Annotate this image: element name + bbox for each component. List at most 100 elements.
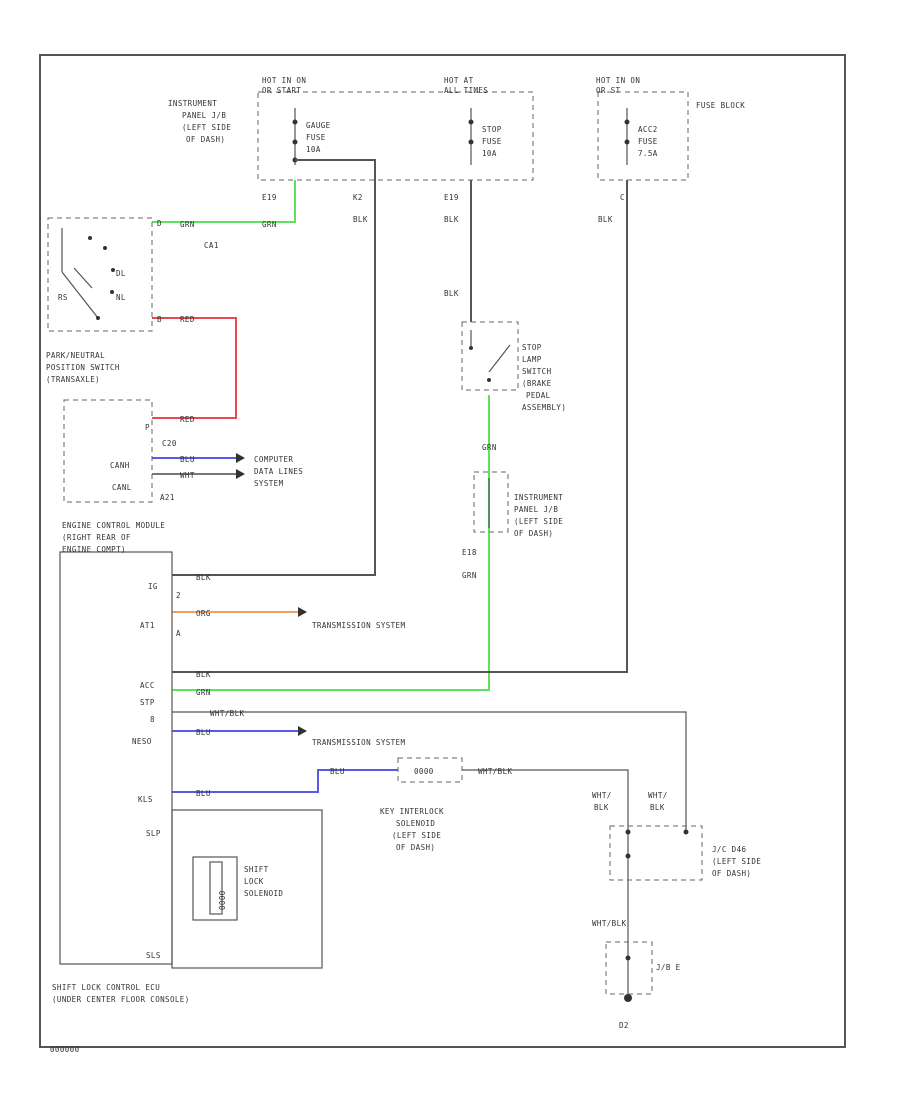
label-stop-switch-4: (BRAKE — [522, 379, 552, 388]
label-ecm-1: ENGINE CONTROL MODULE — [62, 521, 165, 530]
label-hot-at-all: HOT AT — [444, 76, 474, 85]
label-e19a: E19 — [262, 193, 277, 202]
label-computer-3: SYSTEM — [254, 479, 284, 488]
label-hot-in-on-1: HOT IN ON — [262, 76, 306, 85]
label-canl: CANL — [112, 483, 132, 492]
jc-point-c — [625, 853, 631, 859]
label-red-a: RED — [180, 315, 195, 324]
label-sls: SLS — [146, 951, 161, 960]
stop-fuse-symbol — [468, 108, 474, 165]
label-blk-b: BLK — [444, 215, 459, 224]
label-switch-nl: NL — [116, 293, 126, 302]
label-pin-acc: ACC — [140, 681, 155, 690]
jc-point-b — [683, 829, 689, 835]
label-grn-a: GRN — [180, 220, 195, 229]
label-acc2-3: 7.5A — [638, 149, 658, 158]
label-stop-switch-6: ASSEMBLY) — [522, 403, 566, 412]
label-wht-1: WHT/ — [592, 791, 612, 800]
shift-lock-solenoid-box — [192, 856, 238, 921]
label-solenoid-3: SOLENOID — [244, 889, 283, 898]
label-ip-jb-2b: PANEL J/B — [514, 505, 558, 514]
label-pin-2: 2 — [176, 591, 181, 600]
key-interlock-solenoid-box — [397, 757, 463, 783]
stop-lamp-switch-box — [461, 321, 519, 391]
label-stop-switch-2: LAMP — [522, 355, 542, 364]
label-hot-at-all-b: ALL TIMES — [444, 86, 488, 95]
label-blk-a: BLK — [353, 215, 368, 224]
label-ecm-blk-2: BLK — [196, 670, 211, 679]
label-a21: A21 — [160, 493, 175, 502]
label-transmission-system-2: TRANSMISSION SYSTEM — [312, 738, 405, 747]
diagram-frame — [39, 54, 846, 1048]
label-pnp-1: PARK/NEUTRAL — [46, 351, 105, 360]
label-ecm-blu-2: BLU — [196, 789, 211, 798]
label-c20: C20 — [162, 439, 177, 448]
can-connector-box — [63, 399, 153, 503]
label-stop-fuse-1: STOP — [482, 125, 502, 134]
ground-point — [624, 994, 632, 1002]
arrow-canh — [236, 453, 245, 463]
label-jb-e: J/B E — [656, 963, 681, 972]
wire-wht-blk-ecm-to-jc — [172, 711, 687, 830]
label-transmission-system-1: TRANSMISSION SYSTEM — [312, 621, 405, 630]
label-gauge-1: GAUGE — [306, 121, 331, 130]
label-ecm-org: ORG — [196, 609, 211, 618]
label-pin-neso: NESO — [132, 737, 152, 746]
label-wht-blk-ground: WHT/BLK — [592, 919, 626, 928]
instrument-panel-jb-fuse-box — [257, 91, 534, 181]
label-computer-1: COMPUTER — [254, 455, 293, 464]
label-wht-2: BLK — [594, 803, 609, 812]
jb-e-box — [605, 941, 653, 995]
label-pnp-3: (TRANSAXLE) — [46, 375, 100, 384]
label-ip-jb-1a: INSTRUMENT — [168, 99, 217, 108]
label-figure-id: 000000 — [50, 1045, 80, 1054]
label-pin-ig: IG — [148, 582, 158, 591]
label-key-4: OF DASH) — [396, 843, 435, 852]
label-key-2: SOLENOID — [396, 819, 435, 828]
stop-lamp-switch-symbol — [469, 330, 511, 382]
label-stop-switch-1: STOP — [522, 343, 542, 352]
label-hot-in-on-1b: OR START — [262, 86, 301, 95]
label-key-1: KEY INTERLOCK — [380, 807, 444, 816]
label-solenoid-1: SHIFT — [244, 865, 269, 874]
label-shift-ecu-2: (UNDER CENTER FLOOR CONSOLE) — [52, 995, 190, 1004]
wire-grn-gauge-to-pnp — [152, 180, 296, 223]
label-grn-c: GRN — [482, 443, 497, 452]
wire-wht-blk-key-to-jc — [462, 769, 629, 830]
label-grn-b: GRN — [262, 220, 277, 229]
label-switch-dl: DL — [116, 269, 126, 278]
label-blk-c: BLK — [598, 215, 613, 224]
labels: HOT IN ON OR START HOT AT ALL TIMES HOT … — [46, 76, 761, 1054]
label-wht-can: WHT — [180, 471, 195, 480]
shift-lock-ecu-box — [171, 809, 323, 969]
label-pin-b: B — [157, 315, 162, 324]
label-e18: E18 — [462, 548, 477, 557]
fuse-block-box — [597, 91, 689, 181]
label-c1: C — [620, 193, 625, 202]
label-ecm-grn: GRN — [196, 688, 211, 697]
label-switch-rs: RS — [58, 293, 68, 302]
label-pin-p: P — [145, 423, 150, 432]
label-pin-a: A — [176, 629, 181, 638]
label-solenoid-code: 0000 — [218, 890, 227, 910]
label-wht-3: WHT/ — [648, 791, 668, 800]
label-gauge-2: FUSE — [306, 133, 326, 142]
label-grn-d: GRN — [462, 571, 477, 580]
jc-box — [609, 825, 703, 881]
label-acc2-1: ACC2 — [638, 125, 658, 134]
label-ecm-wht-blk: WHT/BLK — [210, 709, 244, 718]
label-jc-1: J/C D46 — [712, 845, 746, 854]
jb-e-point — [625, 955, 631, 961]
wire-blk-acc-to-ecm — [172, 180, 628, 673]
wire-grn-stop-to-ecm — [172, 395, 490, 691]
label-wht-4: BLK — [650, 803, 665, 812]
label-pin-d: D — [157, 219, 162, 228]
label-solenoid-2: LOCK — [244, 877, 264, 886]
label-ip-jb-1b: PANEL J/B — [182, 111, 226, 120]
arrow-neso — [298, 726, 307, 736]
label-shift-ecu-1: SHIFT LOCK CONTROL ECU — [52, 983, 160, 992]
label-hot-in-on-2b: OR ST — [596, 86, 621, 95]
pnp-switch-symbol — [61, 228, 115, 320]
label-acc2-2: FUSE — [638, 137, 658, 146]
